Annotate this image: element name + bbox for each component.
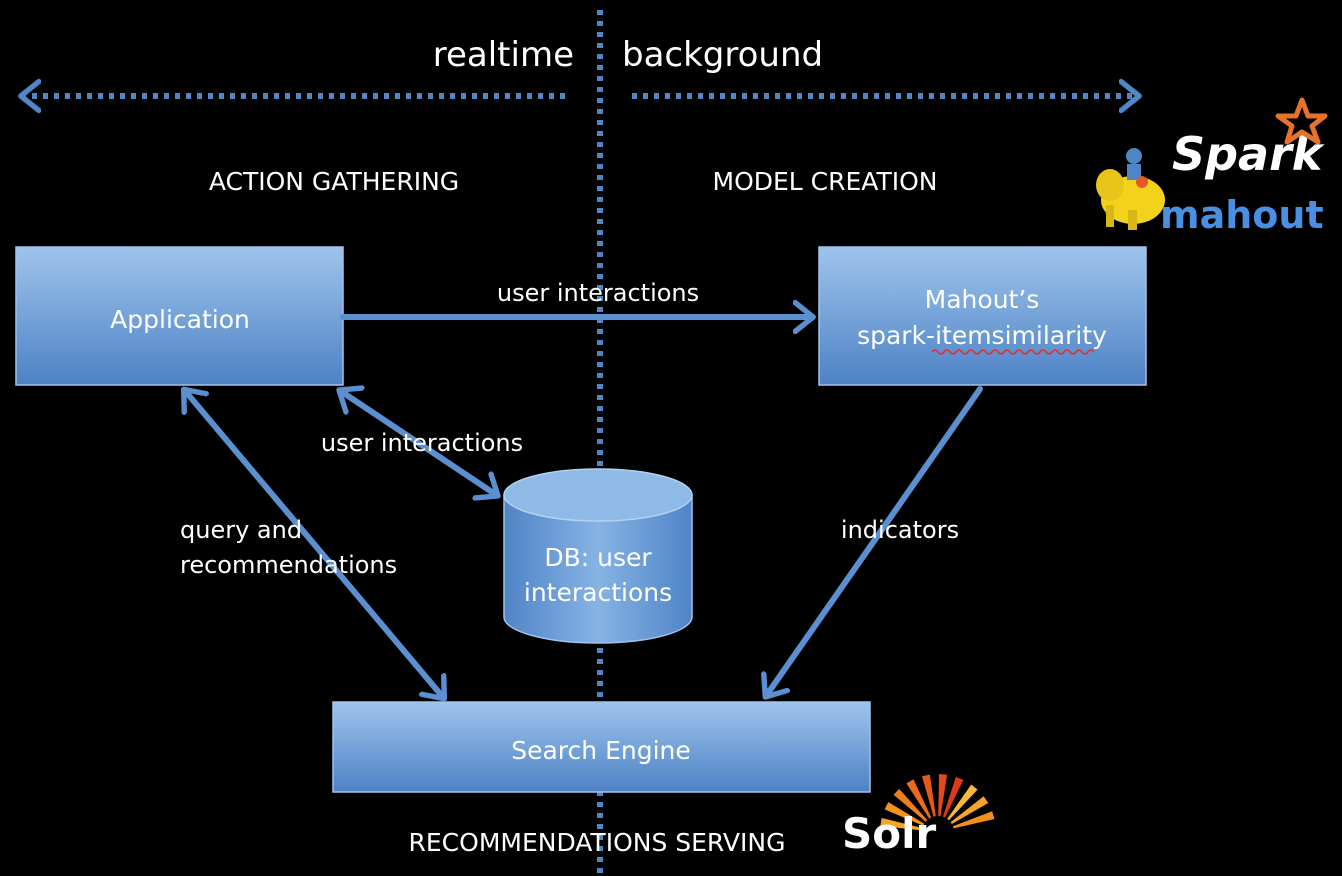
spark-star-icon [1275,97,1328,145]
mahout-search-arrow [766,386,983,696]
action-gathering-heading: ACTION GATHERING [209,167,459,196]
solr-ray [884,802,925,826]
app-to-mahout-label: user interactions [497,279,699,307]
indicators-label: indicators [841,516,959,544]
db-label-line2: interactions [524,578,672,607]
app-search-arrow [186,392,442,696]
solr-ray [952,811,995,829]
mahout-logo-text: mahout [1160,193,1324,237]
solr-logo: Solr [842,774,995,858]
application-label: Application [110,305,250,334]
solr-sunburst-icon [880,774,995,831]
solr-ray [906,779,932,819]
solr-ray [950,796,989,825]
solr-ray [947,784,978,821]
db-cylinder [503,468,693,644]
recommendations-serving-heading: RECOMMENDATIONS SERVING [409,828,786,857]
spellcheck-underline [931,349,1095,355]
query-label-line2: recommendations [180,551,397,579]
background-label: background [622,35,823,75]
spark-logo-text: Spark [1172,127,1325,181]
solr-ray [922,774,936,817]
mahout-label-line2: spark-itemsimilarity [857,321,1107,350]
mahout-label-line1: Mahout’s [925,285,1040,314]
solr-ray [942,776,964,818]
mahout-elephant-icon [1096,148,1165,230]
db-label-line1: DB: user [544,543,652,572]
solr-ray [880,817,923,831]
mahout-box [818,246,1147,386]
query-label-line1: query and [180,516,302,544]
search-engine-label: Search Engine [511,736,691,765]
app-db-label: user interactions [321,429,523,457]
spark-logo: Spark [1172,97,1328,181]
solr-ray [938,774,948,817]
model-creation-heading: MODEL CREATION [713,167,938,196]
solr-logo-text: Solr [842,809,937,858]
search-engine-box [332,701,871,793]
mahout-logo: mahout [1096,148,1324,237]
realtime-label: realtime [433,35,574,75]
application-box [15,246,344,386]
solr-ray [893,788,928,822]
